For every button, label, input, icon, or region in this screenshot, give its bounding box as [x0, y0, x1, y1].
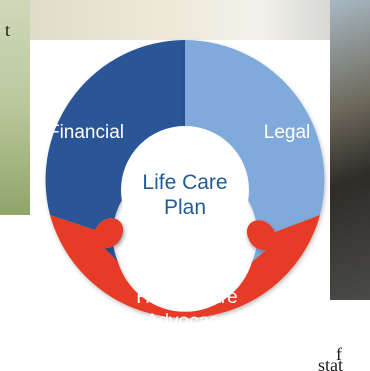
segment-legal [185, 40, 325, 262]
segment-financial [45, 40, 185, 262]
center-label-line1: Life Care [142, 171, 227, 194]
segment-label-legal: Legal [264, 122, 311, 143]
segment-label-health-line2: Advocacy [146, 311, 229, 332]
background-photo-right [330, 0, 370, 300]
segment-health-care-advocacy [50, 215, 320, 318]
center-label-line2: Plan [164, 196, 206, 219]
center-circle [121, 126, 249, 254]
segment-label-health-line1: Health Care [136, 287, 237, 308]
article-text-fragment-right-2: stat [318, 360, 343, 371]
background-photo-top [0, 0, 370, 40]
article-text-fragment-left: t [5, 20, 11, 40]
segment-label-financial: Financial [48, 122, 124, 143]
article-text-fragment-right-1: f [336, 344, 342, 364]
background-photo-left [0, 0, 30, 215]
